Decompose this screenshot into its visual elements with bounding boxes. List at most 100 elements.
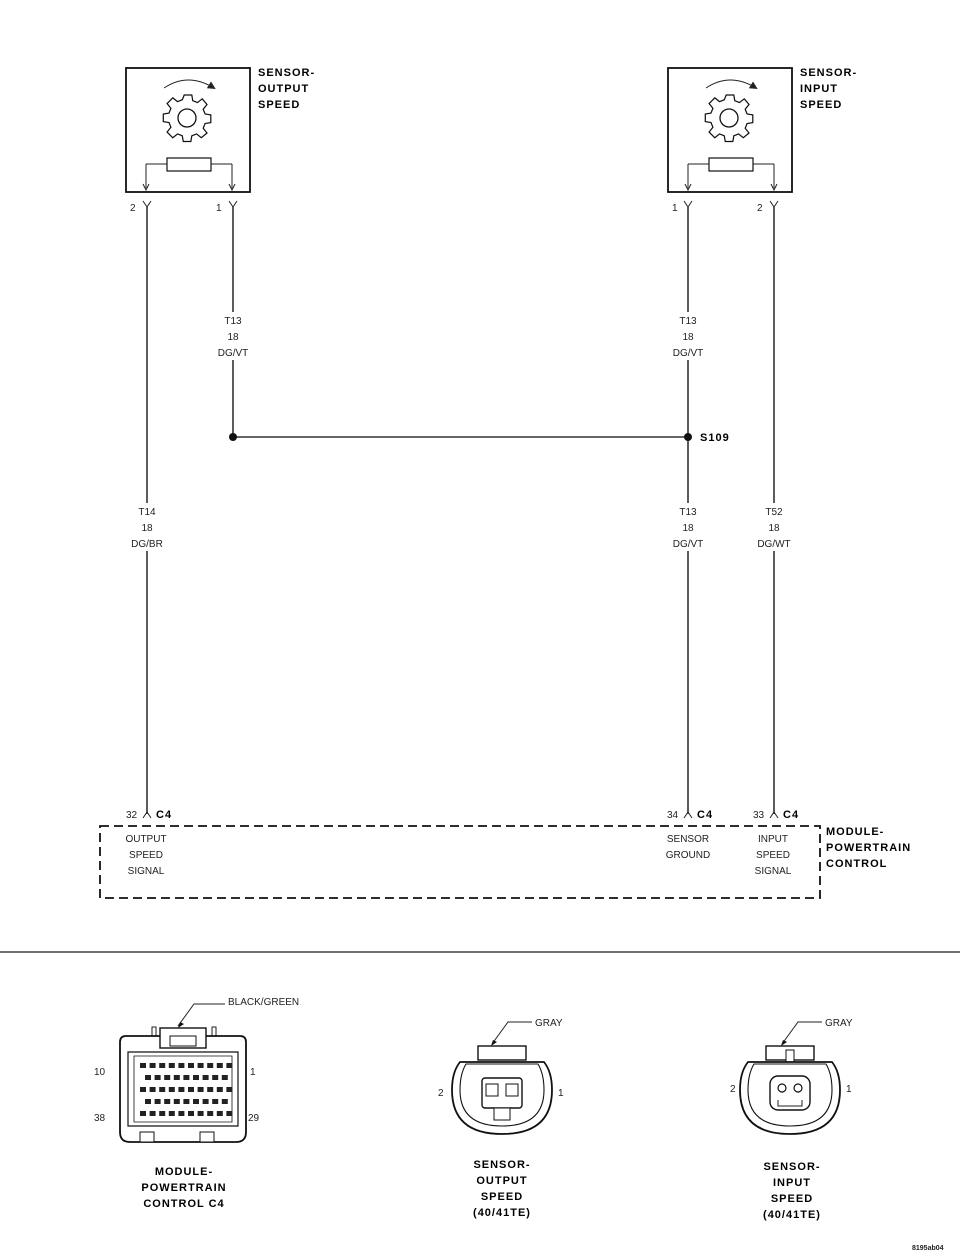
pcm-connector-pin-10: 10 [94, 1067, 106, 1078]
output-sensor-title-2: OUTPUT [258, 83, 309, 95]
output-connector-caption-3: SPEED [481, 1191, 523, 1203]
pcm-pin-cavity [216, 1111, 223, 1116]
pcm-pin-cavity [188, 1063, 194, 1068]
pcm-pin-cavity [197, 1063, 204, 1068]
pcm-pin-cavity [216, 1087, 223, 1092]
pcm-connector-caption-2: POWERTRAIN [141, 1182, 226, 1194]
output-connector-caption-2: OUTPUT [476, 1175, 527, 1187]
pcm-connector-pin-1: 1 [250, 1067, 256, 1078]
pcm-title-3: CONTROL [826, 858, 887, 870]
pcm-pin-cavity [212, 1099, 219, 1104]
pcm-pin-cavity [154, 1099, 161, 1104]
junction-dot [229, 433, 237, 441]
pcm-pin-cavity [197, 1111, 204, 1116]
input-sensor-pin-2: 2 [757, 203, 763, 214]
gear-icon [704, 94, 754, 143]
pcm-title-1: MODULE- [826, 826, 884, 838]
pcm-pin-cavity [221, 1075, 228, 1080]
pcm-pin-cavity [149, 1111, 156, 1116]
pcm-title-2: POWERTRAIN [826, 842, 911, 854]
pcm-pin-cavity [149, 1087, 156, 1092]
rotation-arrow-icon [705, 79, 758, 90]
input-sensor-pin-1: 1 [672, 203, 678, 214]
pcm-module-outline [99, 825, 821, 899]
pcm-pin-33-label-1: INPUT [758, 834, 788, 845]
input-connector-color: GRAY [825, 1018, 853, 1029]
input-connector-pin-1: 1 [846, 1084, 852, 1095]
wire-label-w3-color: DG/BR [131, 539, 163, 550]
pcm-pin-cavity [149, 1063, 156, 1068]
pcm-pin-cavity [207, 1087, 214, 1092]
wire-label-w2-gauge: 18 [682, 332, 694, 343]
pcm-pin-32-label-1: OUTPUT [125, 834, 166, 845]
input-speed-sensor: SENSOR- INPUT SPEED 1 2 [667, 67, 856, 214]
output-sensor-terminals [142, 200, 238, 208]
pcm-pin-cavity [145, 1075, 151, 1080]
splice-label: S109 [700, 432, 730, 444]
input-connector-pin-2: 2 [730, 1084, 736, 1095]
output-sensor-connector: GRAY 2 1 SENSOR- OUTPUT SPEED (40/41TE) [438, 1018, 564, 1219]
pcm-pin-cavity [145, 1099, 151, 1104]
pcm-pin-cavity [188, 1111, 194, 1116]
input-connector-caption-1: SENSOR- [763, 1161, 820, 1173]
wire-label-w3-gauge: 18 [141, 523, 153, 534]
pcm-pin-cavity [193, 1075, 199, 1080]
figure-id: 8195ab04 [912, 1245, 944, 1252]
wire-label-w5-circuit: T52 [765, 507, 783, 518]
pcm-pin-cavity [226, 1111, 233, 1116]
splice-dot [684, 433, 692, 441]
input-connector-caption-4: (40/41TE) [763, 1209, 821, 1221]
output-sensor-title-1: SENSOR- [258, 67, 315, 79]
pcm-pin-cavity [207, 1063, 214, 1068]
pcm-pin-33-conn: C4 [783, 809, 799, 821]
output-connector-color: GRAY [535, 1018, 563, 1029]
pcm-connector-caption-3: CONTROL C4 [143, 1198, 224, 1210]
wire-label-w4-color: DG/VT [673, 539, 704, 550]
output-sensor-title-3: SPEED [258, 99, 300, 111]
output-sensor-pin-2: 2 [130, 203, 136, 214]
pcm-pin-32-label-3: SIGNAL [128, 866, 165, 877]
pcm-pin-34-label-2: GROUND [666, 850, 710, 861]
pcm-pin-34-number: 34 [667, 810, 679, 821]
pcm-pin-grid [140, 1063, 233, 1116]
pcm-module: 32 C4 OUTPUT SPEED SIGNAL 34 C4 SENSOR G… [99, 809, 911, 899]
pcm-connector-pin-29: 29 [248, 1113, 260, 1124]
pcm-pin-33-label-2: SPEED [756, 850, 790, 861]
pcm-pin-cavity [212, 1075, 219, 1080]
input-sensor-terminals [683, 200, 779, 208]
pcm-pin-cavity [164, 1075, 171, 1080]
input-connector-caption-2: INPUT [773, 1177, 811, 1189]
pcm-connector-caption-1: MODULE- [155, 1166, 213, 1178]
input-sensor-title-3: SPEED [800, 99, 842, 111]
pcm-pin-cavity [168, 1111, 175, 1116]
pcm-pin-cavity [183, 1075, 190, 1080]
pcm-pin-cavity [168, 1063, 175, 1068]
pcm-pin-cavity [202, 1099, 209, 1104]
pcm-pin-34-conn: C4 [697, 809, 713, 821]
wire-label-w4-gauge: 18 [682, 523, 694, 534]
pcm-pin-cavity [221, 1099, 228, 1104]
pcm-pin-cavity [159, 1111, 166, 1116]
pcm-pin-cavity [159, 1063, 166, 1068]
pcm-pin-cavity [178, 1087, 185, 1092]
pcm-pin-cavity [140, 1087, 146, 1092]
pcm-pin-cavity [207, 1111, 214, 1116]
pcm-pin-cavity [216, 1063, 223, 1068]
wire-label-w1-color: DG/VT [218, 348, 249, 359]
resistor-icon [684, 157, 778, 192]
wire-label-w1-circuit: T13 [224, 316, 242, 327]
pcm-connector-pin-38: 38 [94, 1113, 106, 1124]
pcm-pin-33-number: 33 [753, 810, 765, 821]
pcm-pin-33-label-3: SIGNAL [755, 866, 792, 877]
pcm-pin-cavity [188, 1087, 194, 1092]
output-connector-caption-4: (40/41TE) [473, 1207, 531, 1219]
pcm-pin-34-label-1: SENSOR [667, 834, 709, 845]
pcm-pin-cavity [202, 1075, 209, 1080]
pcm-pin-cavity [159, 1087, 166, 1092]
wire-label-w3-circuit: T14 [138, 507, 156, 518]
input-sensor-connector: GRAY 2 1 SENSOR- INPUT SPEED (40/41TE) [730, 1018, 853, 1221]
output-connector-pin-2: 2 [438, 1088, 444, 1099]
wire-label-w5-color: DG/WT [757, 539, 790, 550]
wire-labels: T13 18 DG/VT T13 18 DG/VT T14 18 DG/BR T… [129, 312, 794, 551]
